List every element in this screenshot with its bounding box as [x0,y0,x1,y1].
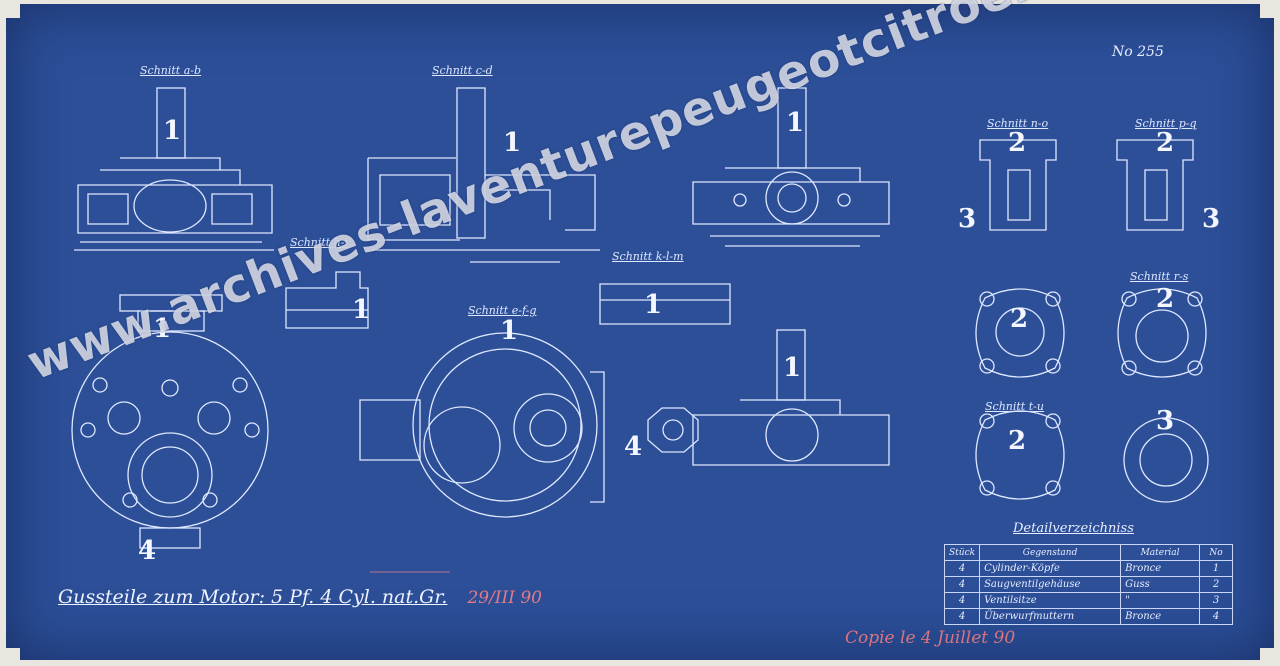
handwritten-note: Copie le 4 Juillet 90 [845,628,1016,648]
table-cell: 3 [1199,592,1234,609]
part-number: 1 [500,316,519,346]
table-cell: 4 [943,592,981,609]
table-cell: 1 [1199,560,1234,577]
section-cd-drawing [367,87,600,263]
tape-corner [1260,0,1280,18]
part-number: 3 [1202,204,1221,234]
detail-table: Stück Gegenstand Material No 4 Cylinder-… [943,544,1234,625]
plan-view-drawing [71,294,269,549]
table-header: No [1199,544,1234,561]
drawing-date: 29/III 90 [467,588,542,608]
part-number: 1 [163,116,182,146]
table-header-row: Stück Gegenstand Material No [943,544,1234,561]
part-number: 2 [1156,284,1175,314]
side-view-drawing [692,87,890,247]
lower-view-drawing [692,329,890,466]
part-number: 4 [624,432,643,462]
table-cell: Bronce [1120,608,1201,625]
section-label: Schnitt t-u [985,400,1044,413]
table-cell: Bronce [1120,560,1201,577]
table-cell: 4 [1199,608,1234,625]
section-label: Schnitt n-o [987,117,1049,130]
part-number: 1 [153,314,172,344]
tape-corner [0,648,20,666]
table-row: 4 Ventilsitze " 3 [943,592,1234,609]
detail-table-title: Detailverzeichniss [1013,521,1134,536]
table-row: 4 Überwurfmuttern Bronce 4 [943,608,1234,625]
table-header: Gegenstand [979,544,1122,561]
table-header: Material [1120,544,1201,561]
table-cell: Saugventilgehäuse [979,576,1122,593]
part-number: 1 [352,295,371,325]
tape-corner [0,0,20,18]
part-number: 4 [138,536,157,566]
table-row: 4 Saugventilgehäuse Guss 2 [943,576,1234,593]
table-cell: 2 [1199,576,1234,593]
section-label: Schnitt a-b [140,64,202,77]
table-row: 4 Cylinder-Köpfe Bronce 1 [943,560,1234,577]
document-number: No 255 [1112,44,1164,60]
section-label: Schnitt r-s [1130,270,1189,283]
section-label: Schnitt k-l-m [612,250,684,263]
part-number: 2 [1010,304,1029,334]
section-ab-drawing [74,87,274,251]
table-cell: 4 [943,608,981,625]
section-hi-drawing [285,271,369,329]
part-number: 1 [644,290,663,320]
nut-drawing [647,407,699,453]
table-cell: 4 [943,560,981,577]
part-number: 1 [503,128,522,158]
table-cell: 4 [943,576,981,593]
section-label: Schnitt c-d [432,64,493,77]
section-label: Schnitt h-i [290,236,349,249]
table-cell: Überwurfmuttern [979,608,1122,625]
valve-parts-drawing [975,288,1209,503]
title-block: Gussteile zum Motor: 5 Pf. 4 Cyl. nat.Gr… [58,586,542,608]
table-header: Stück [943,544,981,561]
part-number: 1 [783,353,802,383]
table-cell: " [1120,592,1201,609]
section-label: Schnitt p-q [1135,117,1197,130]
section-label: Schnitt e-f-g [468,304,537,317]
part-number: 3 [1156,406,1175,436]
section-no-pq-drawing [979,139,1194,231]
drawing-title: Gussteile zum Motor: 5 Pf. 4 Cyl. nat.Gr… [58,586,448,608]
tape-corner [1260,648,1280,666]
table-cell: Ventilsitze [979,592,1122,609]
part-number: 2 [1008,426,1027,456]
part-number: 2 [1008,128,1027,158]
table-cell: Cylinder-Köpfe [979,560,1122,577]
part-number: 1 [786,108,805,138]
part-number: 2 [1156,128,1175,158]
section-efg-drawing [359,332,605,518]
table-cell: Guss [1120,576,1201,593]
section-klm-drawing [599,283,731,325]
part-number: 3 [958,204,977,234]
